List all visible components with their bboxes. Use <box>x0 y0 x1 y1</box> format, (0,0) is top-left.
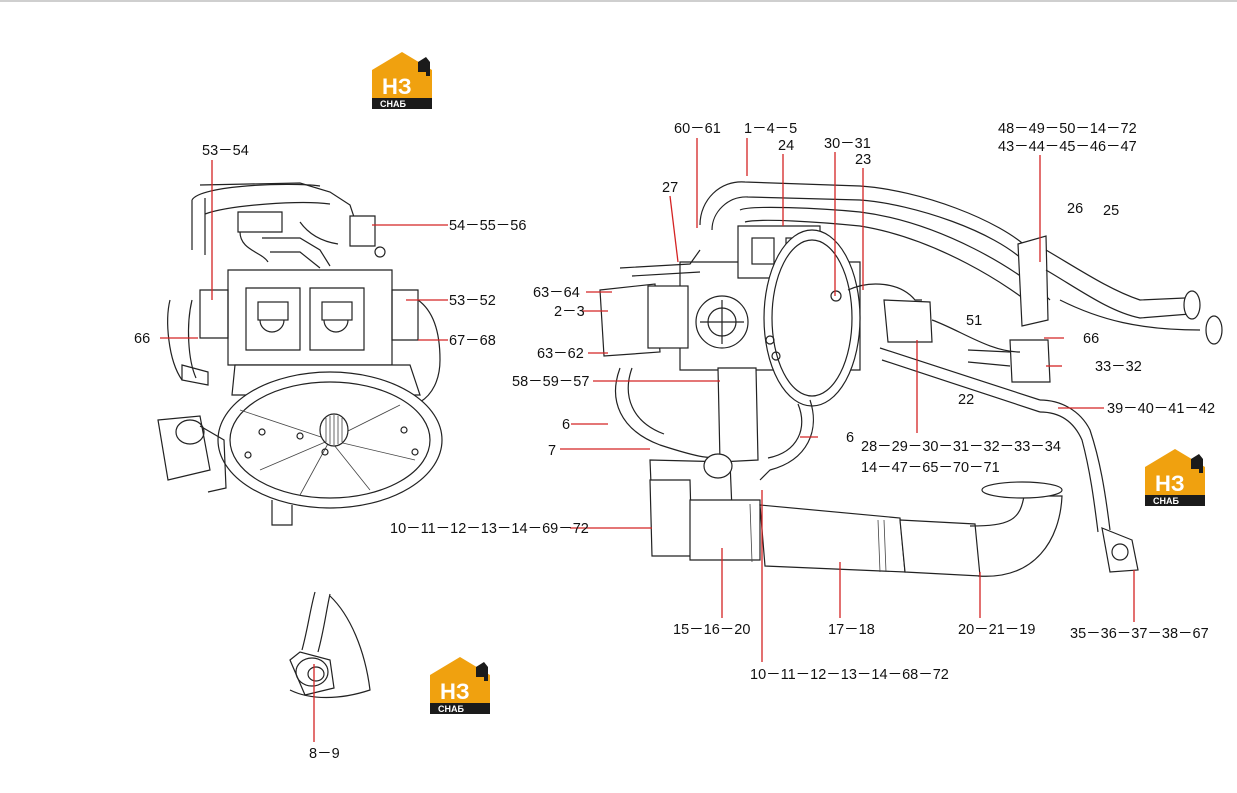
logo-top: НЗ CHAБ <box>372 52 432 109</box>
callout-53-54: 53－54 <box>202 143 249 159</box>
callout-54-55-56: 54－55－56 <box>449 218 526 234</box>
callout-17-18: 17－18 <box>828 622 875 638</box>
callout-1-4-5: 1－4－5 <box>744 121 797 137</box>
logo-sub: CHAБ <box>438 704 464 714</box>
callout-24: 24 <box>778 138 794 154</box>
pump-side-view <box>599 181 1223 577</box>
callout-60-61: 60－61 <box>674 121 721 137</box>
callout-6-left: 6 <box>562 417 570 433</box>
callout-30-31: 30－31 <box>824 136 871 152</box>
callout-26: 26 <box>1067 201 1083 217</box>
pump-front-view <box>157 182 443 699</box>
callout-33-32: 33－32 <box>1095 359 1142 375</box>
callout-39-40-41-42: 39－40－41－42 <box>1107 401 1215 417</box>
callout-10-14-69-72: 10－11－12－13－14－69－72 <box>390 521 589 537</box>
callout-67-68: 67－68 <box>449 333 496 349</box>
callout-labels: 53－54 54－55－56 53－52 66 67－68 8－9 60－61 … <box>134 121 1215 762</box>
callout-6-right: 6 <box>846 430 854 446</box>
callout-28-34: 28－29－30－31－32－33－34 <box>861 439 1061 455</box>
logo-mark: НЗ <box>382 74 412 99</box>
callout-43-44-45-46-47: 43－44－45－46－47 <box>998 139 1137 155</box>
callout-66-left: 66 <box>134 331 150 347</box>
callout-35-36-37-38-67: 35－36－37－38－67 <box>1070 626 1209 642</box>
callout-53-52: 53－52 <box>449 293 496 309</box>
callout-51: 51 <box>966 313 982 329</box>
callout-48-49-50-14-72: 48－49－50－14－72 <box>998 121 1137 137</box>
leader-lines <box>160 138 1135 742</box>
logo-mark: НЗ <box>440 679 470 704</box>
callout-25: 25 <box>1103 203 1119 219</box>
callout-58-59-57: 58－59－57 <box>512 374 589 390</box>
callout-10-14-68-72: 10－11－12－13－14－68－72 <box>750 667 949 683</box>
callout-2-3: 2－3 <box>554 304 585 320</box>
callout-15-16-20: 15－16－20 <box>673 622 750 638</box>
callout-20-21-19: 20－21－19 <box>958 622 1035 638</box>
callout-63-64: 63－64 <box>533 285 580 301</box>
logo-sub: CHAБ <box>380 99 406 109</box>
top-border <box>0 0 1237 2</box>
logo-mark: НЗ <box>1155 471 1185 496</box>
callout-66-right: 66 <box>1083 331 1099 347</box>
logo-sub: CHAБ <box>1153 496 1179 506</box>
logo-right: НЗ CHAБ <box>1145 449 1205 506</box>
callout-23: 23 <box>855 152 871 168</box>
callout-22: 22 <box>958 392 974 408</box>
callout-8-9: 8－9 <box>309 746 340 762</box>
callout-14-71: 14－47－65－70－71 <box>861 460 1000 476</box>
callout-27: 27 <box>662 180 678 196</box>
callout-7: 7 <box>548 443 556 459</box>
callout-63-62: 63－62 <box>537 346 584 362</box>
logo-bottom: НЗ CHAБ <box>430 657 490 714</box>
